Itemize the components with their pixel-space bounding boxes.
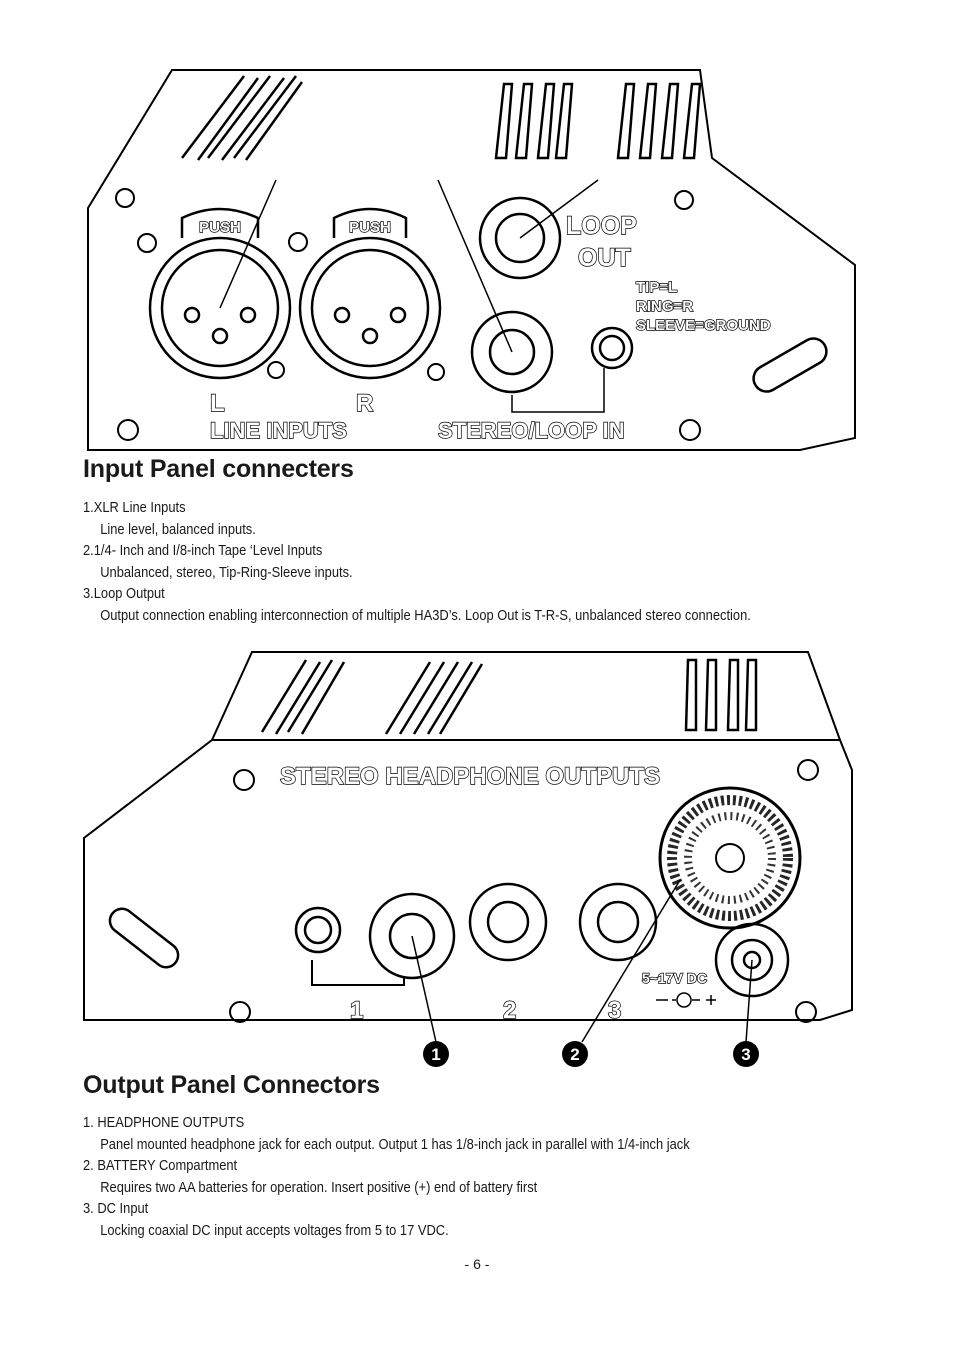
parallel-bracket <box>311 960 405 986</box>
leader-lines <box>219 179 605 413</box>
dc-input-jack <box>714 922 790 998</box>
output-1-label: 1 <box>350 997 363 1024</box>
loop-label: LOOP <box>566 212 637 240</box>
input-panel-illustration: PUSH PUSH LO <box>0 60 954 460</box>
output-section-heading: Output Panel Connectors <box>83 1071 380 1099</box>
stereo-loop-in-jacks <box>470 310 634 394</box>
headphone-jacks <box>294 882 658 980</box>
input-section-heading: Input Panel connecters <box>83 455 354 483</box>
list-item-desc: Line level, balanced inputs. <box>100 520 256 538</box>
input-panel-outline <box>87 69 856 451</box>
list-item-desc: Locking coaxial DC input accepts voltage… <box>100 1221 449 1239</box>
ring-label: RING=R <box>636 298 693 315</box>
svg-text:2: 2 <box>570 1045 579 1064</box>
out-label: OUT <box>578 244 631 272</box>
battery-slot <box>752 337 828 393</box>
list-item-title: 3. DC Input <box>83 1200 149 1218</box>
leader-lines <box>411 879 753 1043</box>
output-panel-illustration: STEREO HEADPHONE OUTPUTS 1 2 3 5~17V DC … <box>0 640 954 1080</box>
stereo-loop-in-label: STEREO/LOOP IN <box>438 418 625 443</box>
svg-text:PUSH: PUSH <box>199 219 241 236</box>
list-item-title: 3.Loop Output <box>83 585 165 603</box>
right-label: R <box>356 390 373 417</box>
vent-slots <box>260 658 758 735</box>
list-item-desc: Unbalanced, stereo, Tip-Ring-Sleeve inpu… <box>100 563 353 581</box>
screw-icons <box>115 188 701 441</box>
callout-3: 3 <box>733 1041 759 1067</box>
line-inputs-label: LINE INPUTS <box>210 418 347 443</box>
screw-icons <box>229 759 819 1023</box>
tip-label: TIP=L <box>636 279 677 296</box>
output-3-label: 3 <box>608 997 621 1024</box>
side-slot <box>108 907 180 969</box>
xlr-right-jack: PUSH <box>298 207 442 380</box>
list-item-title: 1.XLR Line Inputs <box>83 499 186 516</box>
stereo-headphone-outputs-label: STEREO HEADPHONE OUTPUTS <box>280 763 660 790</box>
callout-2: 2 <box>562 1041 588 1067</box>
output-connector-list: 1. HEADPHONE OUTPUTS Panel mounted headp… <box>83 1112 690 1242</box>
xlr-left-jack: PUSH <box>148 207 292 380</box>
list-item-title: 2. BATTERY Compartment <box>83 1157 238 1175</box>
svg-text:3: 3 <box>741 1045 750 1064</box>
loop-out-jack <box>478 196 562 280</box>
vent-slots <box>181 75 702 161</box>
svg-text:PUSH: PUSH <box>349 219 391 236</box>
list-item-title: 2.1/4- Inch and I/8-inch Tape ‘Level Inp… <box>83 542 323 560</box>
input-connector-list: 1.XLR Line Inputs Line level, balanced i… <box>83 497 751 627</box>
left-label: L <box>210 390 225 417</box>
dc-voltage-label: 5~17V DC <box>642 970 707 986</box>
list-item-title: 1. HEADPHONE OUTPUTS <box>83 1114 245 1131</box>
svg-text:1: 1 <box>431 1045 440 1064</box>
callout-1: 1 <box>423 1041 449 1067</box>
output-panel-outline <box>83 651 853 1021</box>
list-item-desc: Requires two AA batteries for operation.… <box>100 1178 538 1196</box>
sleeve-label: SLEEVE=GROUND <box>636 317 771 334</box>
polarity-icon <box>656 992 716 1008</box>
battery-cap <box>658 786 802 930</box>
list-item-desc: Panel mounted headphone jack for each ou… <box>100 1135 690 1153</box>
list-item-desc: Output connection enabling interconnecti… <box>100 606 751 624</box>
page-number: - 6 - <box>464 1256 490 1272</box>
output-2-label: 2 <box>503 997 516 1024</box>
